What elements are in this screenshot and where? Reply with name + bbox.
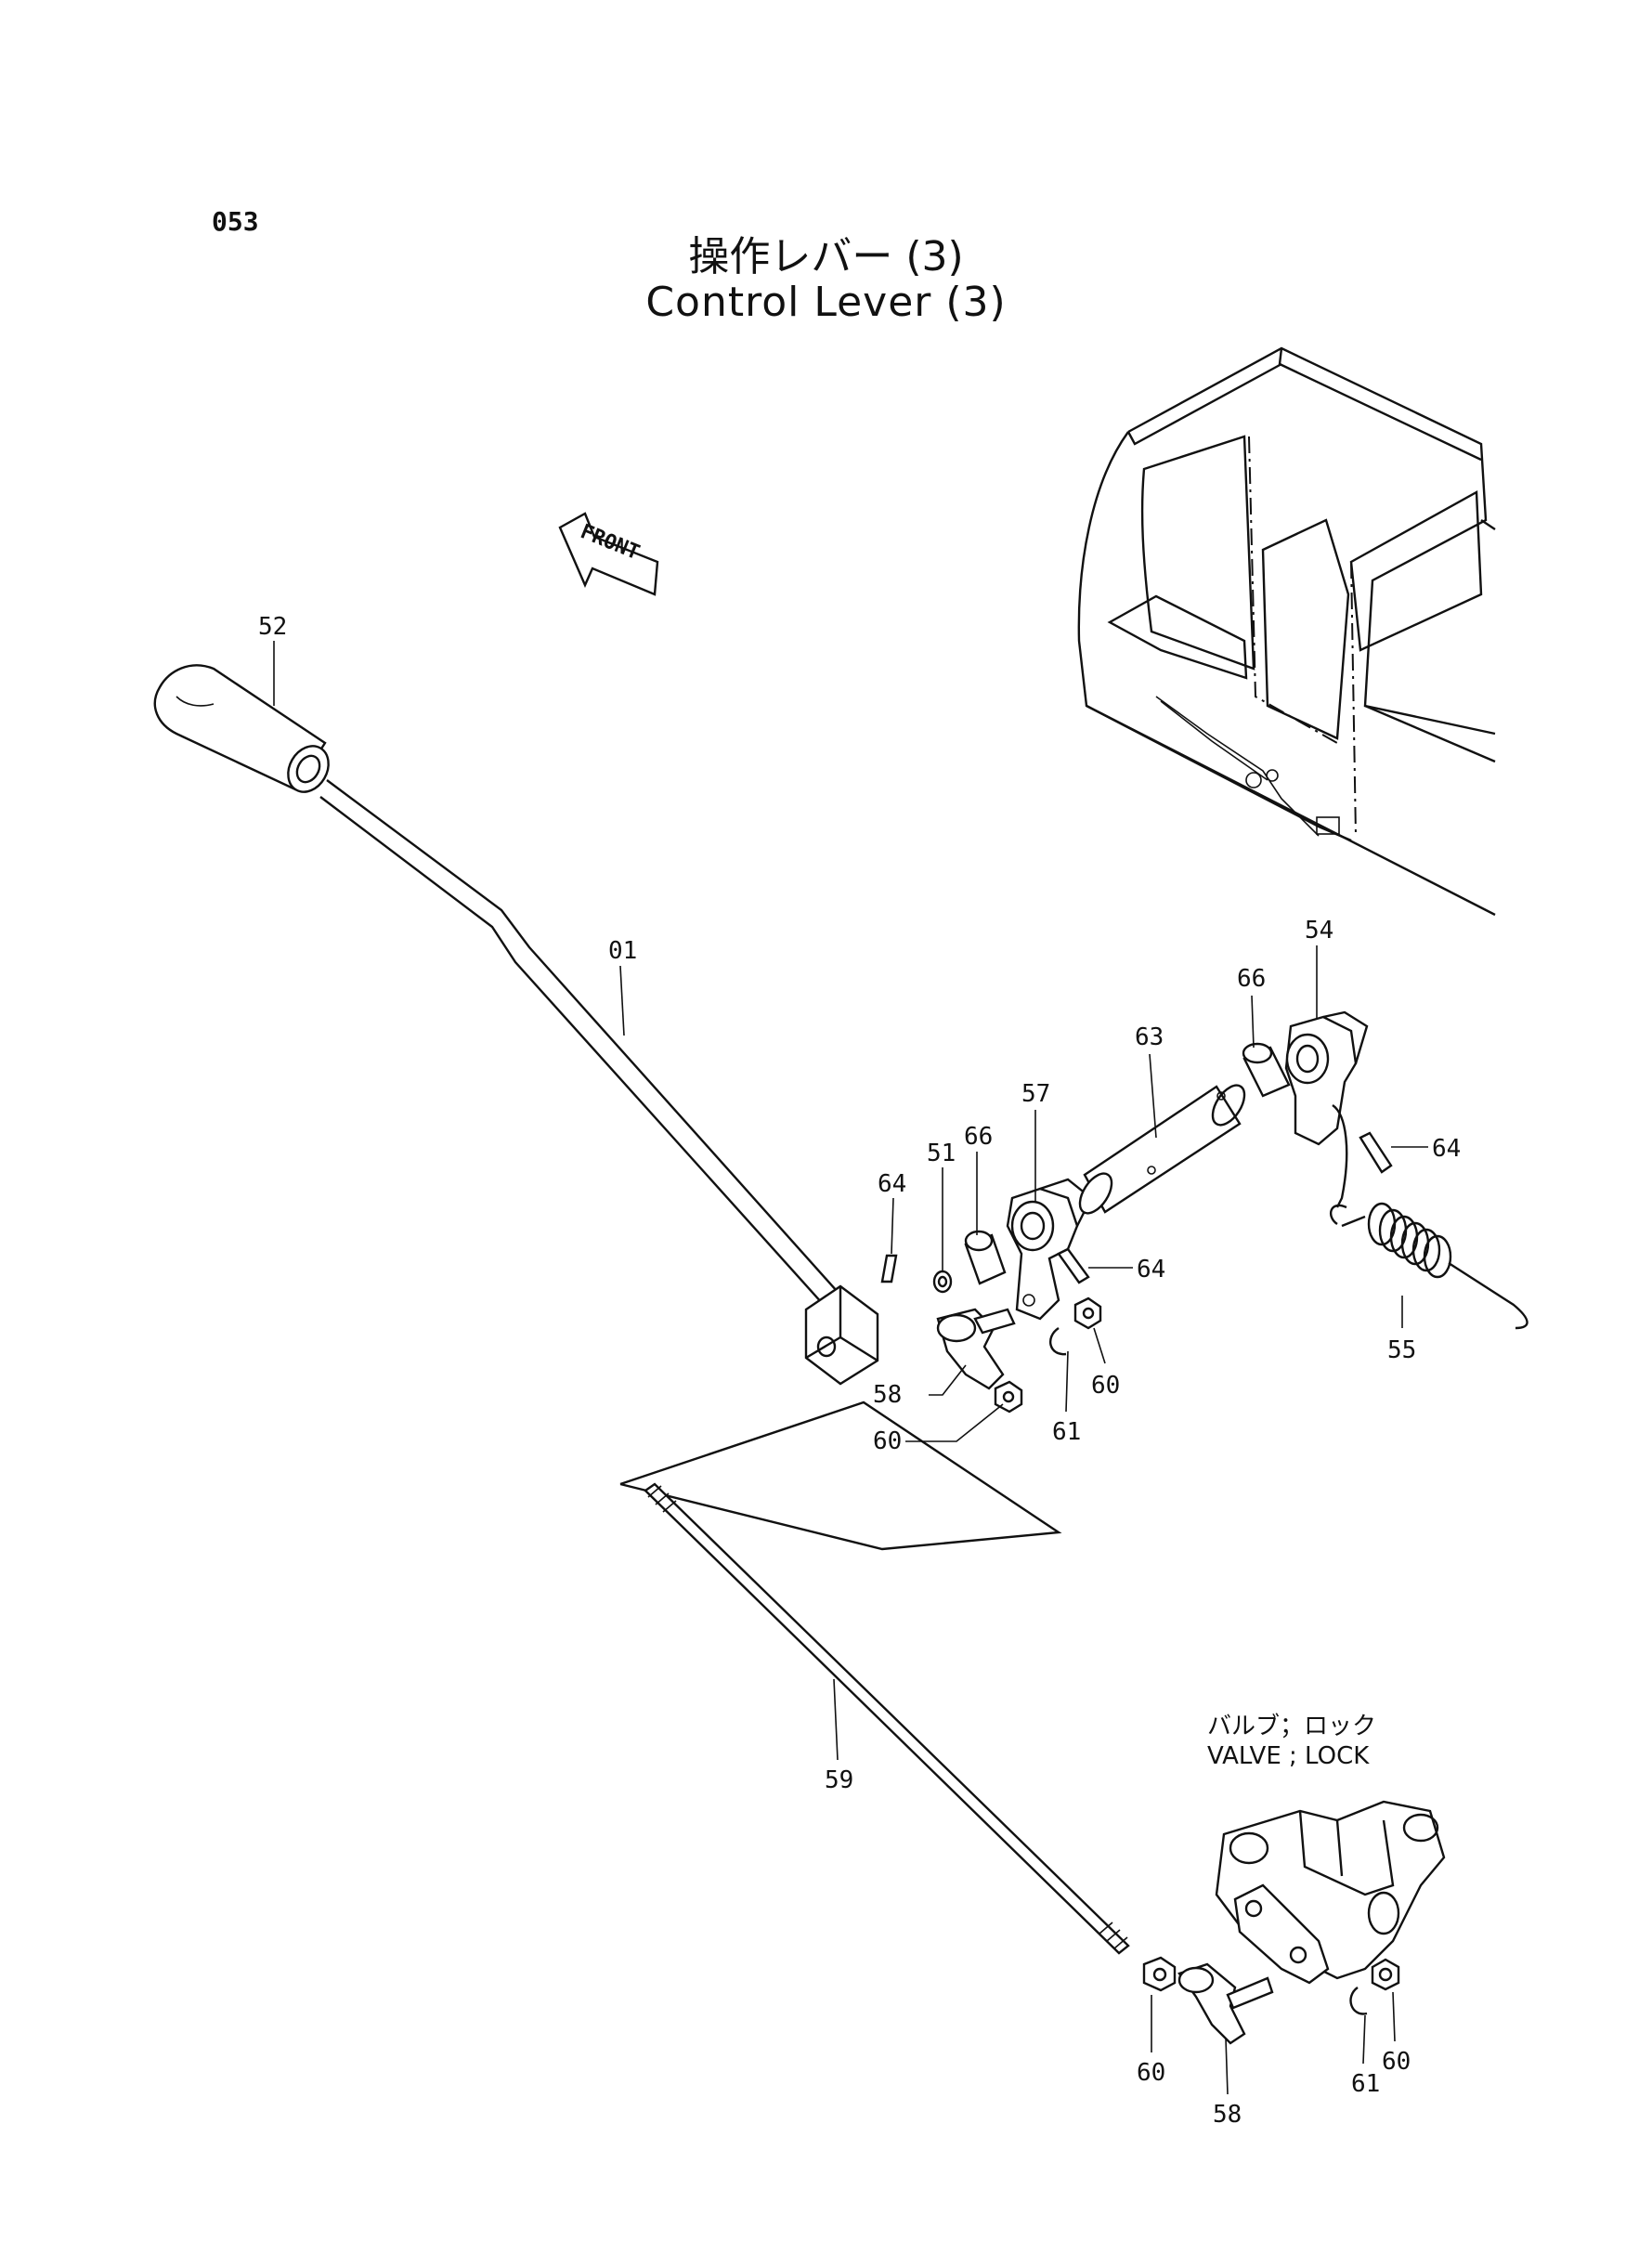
arm-part-54 xyxy=(1284,1010,1369,1146)
title-english: Control Lever (3) xyxy=(645,279,1007,326)
circlip-61-upper xyxy=(1048,1327,1067,1356)
lever-rod-part-01 xyxy=(319,779,879,1386)
callout-57: 57 xyxy=(1021,1080,1050,1108)
valve-lock-assembly xyxy=(1215,1800,1446,1985)
link-rod-part-59 xyxy=(619,1401,1130,1955)
nut-60-upper-right xyxy=(1073,1296,1102,1330)
pin-64-middle xyxy=(1057,1247,1090,1284)
valve-label-japanese: バルブ；ロック xyxy=(1207,1713,1377,1740)
shaft-part-63 xyxy=(1078,1084,1246,1215)
nut-60-valve xyxy=(1371,1958,1400,1991)
callout-64-left: 64 xyxy=(878,1170,906,1198)
callout-61-lower: 61 xyxy=(1351,2070,1380,2098)
callout-66-right: 66 xyxy=(1237,965,1266,993)
pin-64-right xyxy=(1359,1131,1393,1174)
callout-numbers: 52 01 54 66 63 57 66 51 64 64 64 55 58 6… xyxy=(258,613,1461,2129)
spring-part-55 xyxy=(1329,1104,1528,1330)
nut-60-lower xyxy=(1142,1956,1177,1992)
bushing-66-left xyxy=(964,1230,1007,1285)
cab-illustration xyxy=(1077,346,1496,917)
callout-58-upper: 58 xyxy=(873,1381,902,1409)
callout-55: 55 xyxy=(1387,1336,1416,1364)
grip-part-52 xyxy=(153,664,330,793)
callout-54: 54 xyxy=(1305,917,1333,945)
callout-61-upper: 61 xyxy=(1052,1418,1081,1446)
callout-60-lower: 60 xyxy=(1137,2059,1165,2087)
washer-51 xyxy=(932,1270,953,1294)
rod-end-58-lower xyxy=(1177,1962,1274,2045)
callout-59: 59 xyxy=(825,1766,853,1794)
callout-60-valve: 60 xyxy=(1382,2048,1411,2076)
bushing-66-right xyxy=(1242,1042,1291,1098)
arm-part-57 xyxy=(1006,1178,1093,1321)
callout-63: 63 xyxy=(1135,1023,1164,1051)
callout-51: 51 xyxy=(927,1140,956,1167)
title-japanese: 操作レバー (3) xyxy=(688,233,964,280)
callout-66-left: 66 xyxy=(964,1123,993,1151)
front-arrow-label: FRONT xyxy=(577,520,643,565)
circlip-61-lower xyxy=(1349,1987,1368,2015)
front-arrow: FRONT xyxy=(558,512,659,596)
valve-label-english: VALVE ; LOCK xyxy=(1207,1742,1370,1770)
callout-64-middle: 64 xyxy=(1137,1256,1165,1283)
callout-52: 52 xyxy=(258,613,287,641)
page-code: 053 xyxy=(212,206,259,237)
callout-60-upper-left: 60 xyxy=(873,1427,902,1455)
callout-58-lower: 58 xyxy=(1213,2101,1242,2129)
callout-64-right: 64 xyxy=(1432,1135,1461,1163)
rod-end-58-upper xyxy=(936,1308,1016,1390)
callout-01: 01 xyxy=(608,937,637,965)
callout-60-upper-right: 60 xyxy=(1091,1372,1120,1400)
pin-64-left xyxy=(880,1254,898,1283)
leader-lines xyxy=(273,641,1428,2095)
